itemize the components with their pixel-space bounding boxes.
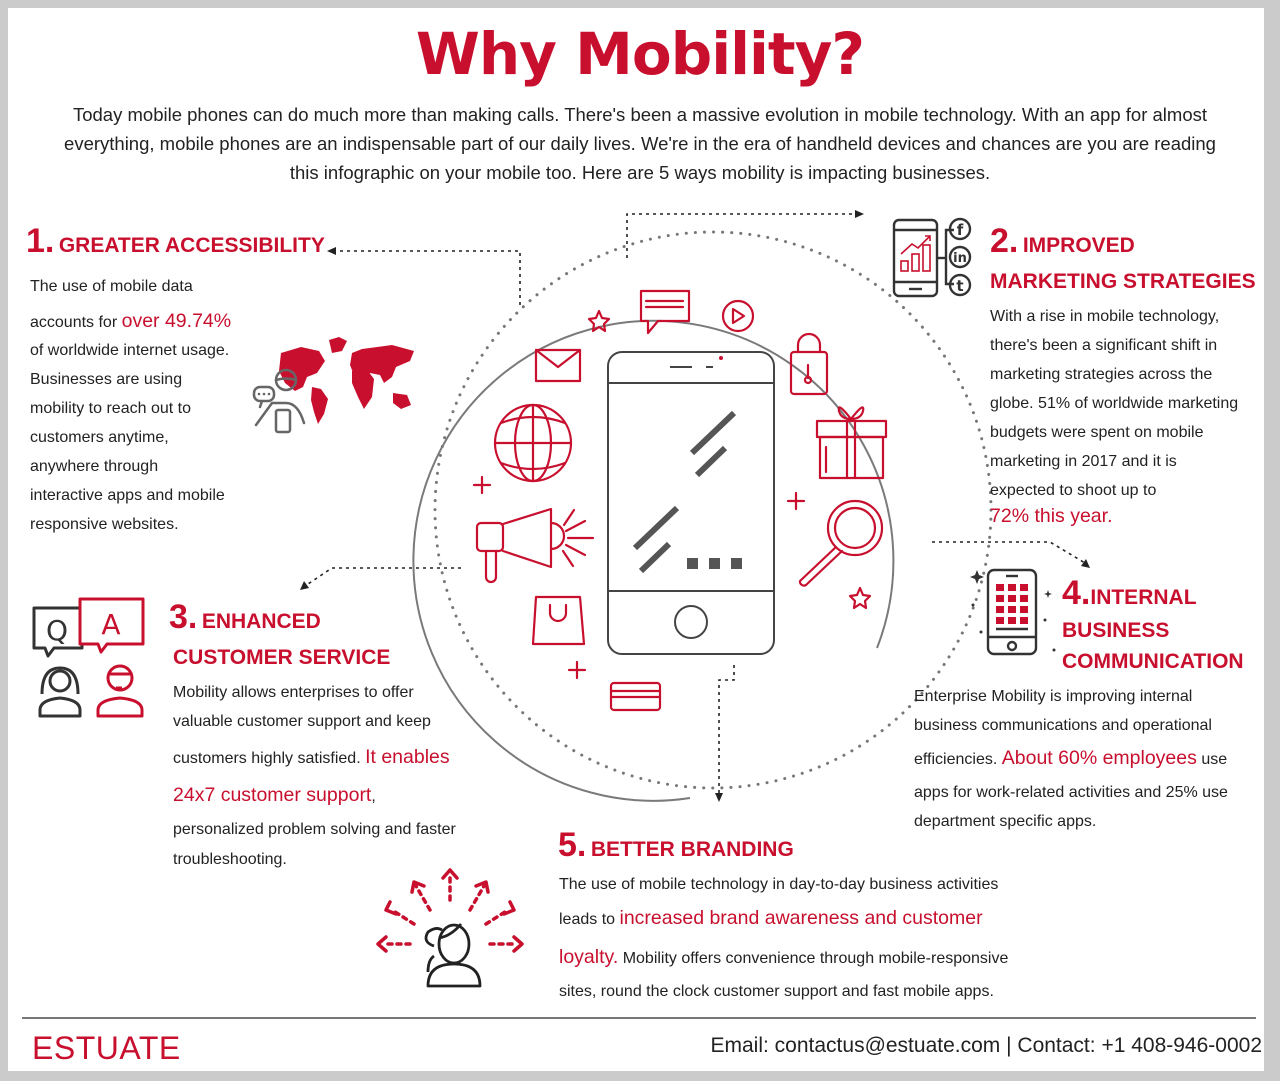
envelope-icon: [534, 348, 582, 383]
magnifier-icon: [798, 499, 884, 587]
plus-icon: [472, 475, 492, 495]
section-5-body: The use of mobile technology in day-to-d…: [559, 876, 1009, 1000]
svg-text:in: in: [953, 251, 967, 266]
highlight-stat: loyalty.: [559, 946, 619, 968]
page-title: Why Mobility?: [415, 20, 865, 88]
svg-text:f: f: [957, 221, 964, 239]
section-heading: COMMUNICATION: [1062, 650, 1244, 673]
section-improved-marketing: 2. IMPROVED MARKETING STRATEGIES: [990, 224, 1256, 299]
section-number: 5.: [558, 826, 587, 864]
svg-text:A: A: [101, 608, 120, 641]
section-heading: GREATER ACCESSIBILITY: [58, 234, 325, 257]
highlight-stat: 72% this year.: [990, 505, 1113, 527]
qa-support-icon: Q A: [32, 597, 145, 718]
footer-divider: [22, 1017, 1256, 1019]
intro-line: Today mobile phones can do much more tha…: [72, 104, 1207, 125]
section-greater-accessibility: 1. GREATER ACCESSIBILITY: [26, 222, 325, 261]
highlight-stat: increased brand awareness and customer: [619, 907, 983, 929]
svg-text:Q: Q: [46, 614, 68, 647]
section-number: 1.: [26, 222, 55, 260]
person-broadcast-arrows-icon: [376, 868, 524, 988]
section-number: 2.: [990, 222, 1019, 260]
star-icon: [848, 586, 872, 610]
svg-text:t: t: [956, 277, 963, 295]
intro-line: everything, mobile phones are an indispe…: [64, 133, 1216, 154]
highlight-stat: over 49.74%: [121, 310, 232, 332]
plus-icon: [567, 660, 587, 680]
gift-icon: [815, 406, 888, 480]
intro-text: Today mobile phones can do much more tha…: [20, 100, 1260, 187]
world-map-user-icon: [252, 337, 414, 434]
section-heading: IMPROVED: [1022, 234, 1135, 257]
smartphone-icon: [607, 351, 775, 655]
chat-bubble-icon: [639, 289, 691, 335]
section-number: 3.: [169, 598, 198, 636]
section-number: 4.: [1062, 574, 1091, 612]
section-heading: INTERNAL: [1090, 586, 1197, 609]
section-heading: MARKETING STRATEGIES: [990, 270, 1256, 293]
section-2-body: With a rise in mobile technology, there'…: [990, 302, 1260, 527]
padlock-icon: [789, 332, 829, 396]
play-button-icon: [721, 299, 755, 333]
section-4-body: Enterprise Mobility is improving interna…: [914, 688, 1228, 830]
phone-apps-grid-icon: [970, 568, 1056, 656]
highlight-stat: About 60% employees: [1001, 747, 1197, 769]
contact-info: Email: contactus@estuate.com | Contact: …: [710, 1034, 1263, 1057]
infographic-panel: [8, 8, 1264, 1071]
section-better-branding: 5. BETTER BRANDING: [558, 826, 794, 865]
highlight-stat: It enables: [365, 746, 450, 768]
highlight-stat: 24x7 customer support: [173, 784, 372, 806]
section-heading: BUSINESS: [1062, 619, 1170, 642]
megaphone-icon: [475, 507, 595, 584]
star-icon: [587, 309, 611, 333]
section-internal-communication: 4.INTERNAL BUSINESS COMMUNICATION: [1062, 576, 1244, 677]
section-3-body: Mobility allows enterprises to offer val…: [173, 684, 456, 868]
section-heading: CUSTOMER SERVICE: [173, 646, 391, 669]
phone-social-chart-icon: f in t: [892, 217, 972, 298]
intro-line: this infographic on your mobile too. Her…: [289, 162, 991, 183]
section-heading: BETTER BRANDING: [590, 838, 794, 861]
credit-card-icon: [609, 681, 662, 712]
section-1-body: The use of mobile data accounts for over…: [30, 278, 232, 533]
shopping-bag-icon: [531, 595, 586, 646]
brand-logo: ESTUATE: [32, 1030, 181, 1066]
globe-icon: [493, 403, 573, 483]
section-enhanced-customer-service: 3. ENHANCED CUSTOMER SERVICE: [169, 600, 390, 675]
section-heading: ENHANCED: [201, 610, 321, 633]
plus-icon: [786, 491, 806, 511]
